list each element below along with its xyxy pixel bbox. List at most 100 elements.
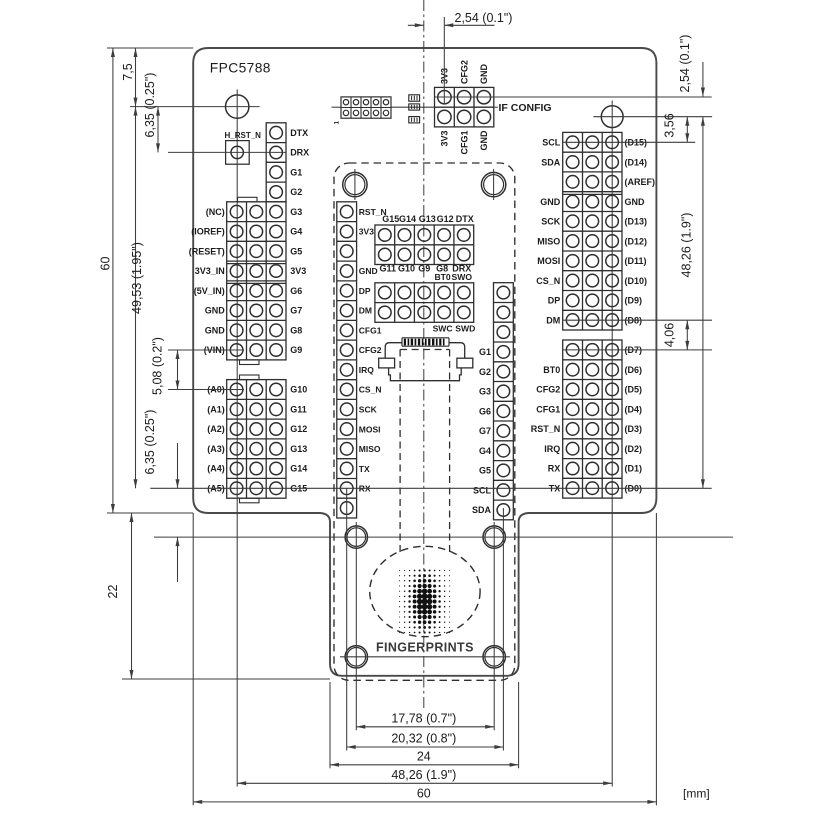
svg-text:DRX: DRX [290, 148, 309, 158]
svg-text:5,08 (0.2"): 5,08 (0.2") [151, 337, 165, 395]
svg-text:G2: G2 [290, 187, 302, 197]
svg-text:IRQ: IRQ [359, 365, 375, 375]
svg-text:G11: G11 [290, 405, 307, 415]
svg-text:(D6): (D6) [625, 365, 643, 375]
svg-text:6,35 (0.25"): 6,35 (0.25") [143, 73, 157, 138]
svg-text:(A3): (A3) [207, 444, 225, 454]
svg-text:(NC): (NC) [206, 207, 225, 217]
svg-text:GND: GND [359, 266, 378, 276]
svg-text:3,56: 3,56 [663, 113, 677, 137]
svg-text:FINGERPRINTS: FINGERPRINTS [376, 641, 474, 655]
svg-text:GND: GND [205, 306, 226, 316]
svg-text:MISO: MISO [537, 236, 560, 246]
svg-text:RX: RX [548, 464, 561, 474]
svg-text:(IOREF): (IOREF) [191, 227, 225, 237]
svg-text:G3: G3 [290, 207, 302, 217]
svg-text:G12: G12 [437, 214, 454, 224]
svg-text:(D4): (D4) [625, 404, 643, 414]
svg-text:(A4): (A4) [207, 464, 225, 474]
svg-text:G10: G10 [398, 264, 415, 274]
svg-text:G5: G5 [479, 466, 491, 476]
svg-text:G6: G6 [479, 406, 491, 416]
svg-text:MISO: MISO [359, 444, 381, 454]
svg-text:BT0: BT0 [543, 365, 560, 375]
svg-text:G15: G15 [382, 214, 399, 224]
svg-text:G1: G1 [479, 347, 491, 357]
svg-text:22: 22 [106, 585, 120, 599]
svg-text:(D2): (D2) [625, 444, 643, 454]
svg-text:2,54 (0.1"): 2,54 (0.1") [455, 11, 513, 25]
svg-text:CS_N: CS_N [536, 276, 560, 286]
svg-text:(AREF): (AREF) [625, 177, 656, 187]
svg-text:GND: GND [479, 130, 489, 151]
svg-text:3V3: 3V3 [290, 266, 306, 276]
svg-text:IRQ: IRQ [544, 444, 560, 454]
svg-text:GND: GND [540, 197, 561, 207]
svg-text:G5: G5 [290, 246, 302, 256]
svg-text:48,26 (1.9"): 48,26 (1.9") [391, 768, 456, 782]
svg-text:3V3: 3V3 [440, 131, 450, 147]
svg-text:G14: G14 [290, 464, 307, 474]
svg-text:G9: G9 [290, 345, 302, 355]
svg-text:SDA: SDA [472, 505, 492, 515]
svg-text:GND: GND [625, 197, 646, 207]
svg-text:FPC5788: FPC5788 [210, 61, 271, 76]
svg-text:G4: G4 [290, 227, 302, 237]
svg-text:DP: DP [359, 286, 371, 296]
svg-text:G13: G13 [290, 444, 307, 454]
svg-text:(D11): (D11) [625, 256, 647, 266]
svg-text:MOSI: MOSI [537, 256, 560, 266]
svg-text:MOSI: MOSI [359, 424, 381, 434]
svg-text:60: 60 [99, 257, 113, 271]
svg-text:20,32 (0.8"): 20,32 (0.8") [391, 732, 456, 746]
svg-text:4,06: 4,06 [663, 323, 677, 347]
svg-text:SCL: SCL [473, 485, 492, 495]
svg-text:H_RST_N: H_RST_N [225, 131, 262, 140]
svg-text:(D5): (D5) [625, 385, 643, 395]
svg-text:RST_N: RST_N [531, 424, 561, 434]
svg-text:2,54 (0.1"): 2,54 (0.1") [678, 35, 692, 93]
svg-text:7,5: 7,5 [121, 63, 135, 80]
svg-text:G3: G3 [479, 387, 491, 397]
svg-text:(RESET): (RESET) [189, 246, 225, 256]
svg-text:G11: G11 [380, 264, 397, 274]
svg-text:48,26 (1.9"): 48,26 (1.9") [680, 213, 694, 278]
svg-text:G8: G8 [290, 326, 302, 336]
svg-text:SCL: SCL [542, 138, 561, 148]
svg-text:G14: G14 [399, 214, 416, 224]
svg-text:(D14): (D14) [625, 157, 648, 167]
svg-text:G10: G10 [290, 385, 307, 395]
svg-text:CFG1: CFG1 [459, 131, 469, 155]
svg-text:CFG2: CFG2 [459, 60, 469, 84]
svg-text:GND: GND [479, 64, 489, 85]
svg-text:6,35 (0.25"): 6,35 (0.25") [143, 410, 157, 475]
svg-text:G7: G7 [290, 306, 302, 316]
svg-text:CFG2: CFG2 [359, 345, 382, 355]
svg-text:(5V_IN): (5V_IN) [194, 286, 225, 296]
svg-text:3V3_IN: 3V3_IN [195, 266, 225, 276]
svg-text:[mm]: [mm] [683, 787, 710, 801]
svg-text:CFG1: CFG1 [359, 326, 382, 336]
svg-text:G6: G6 [290, 286, 302, 296]
svg-text:(D1): (D1) [625, 464, 643, 474]
svg-text:BT0: BT0 [434, 272, 450, 282]
svg-text:CFG1: CFG1 [536, 404, 560, 414]
svg-text:(D3): (D3) [625, 424, 643, 434]
svg-text:G4: G4 [479, 446, 491, 456]
svg-text:(A2): (A2) [207, 424, 225, 434]
svg-text:DTX: DTX [290, 128, 308, 138]
svg-text:TX: TX [359, 464, 370, 474]
svg-text:(D13): (D13) [625, 217, 648, 227]
svg-text:CFG2: CFG2 [536, 385, 560, 395]
svg-text:60: 60 [417, 787, 431, 801]
svg-text:SWC: SWC [433, 324, 453, 334]
svg-text:49,53 (1.95"): 49,53 (1.95") [130, 242, 144, 314]
svg-text:DM: DM [359, 306, 372, 316]
svg-text:DP: DP [548, 296, 561, 306]
svg-text:1: 1 [334, 121, 341, 125]
svg-text:(D9): (D9) [625, 296, 643, 306]
svg-text:G12: G12 [290, 424, 307, 434]
svg-text:17,78 (0.7"): 17,78 (0.7") [391, 712, 456, 726]
svg-text:3V3: 3V3 [359, 227, 374, 237]
svg-text:G8: G8 [436, 264, 448, 274]
